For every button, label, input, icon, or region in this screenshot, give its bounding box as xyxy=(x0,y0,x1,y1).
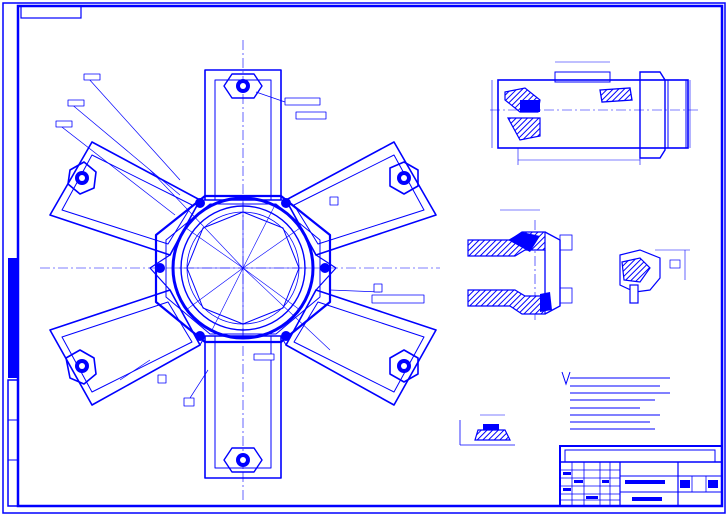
hub-octagon xyxy=(154,194,332,344)
radial-lines xyxy=(149,169,331,351)
section-view-b xyxy=(467,209,573,320)
arm-lower-right xyxy=(285,289,437,406)
left-side-stamp xyxy=(7,379,19,507)
section-view-a xyxy=(490,61,700,165)
arm-upper-right xyxy=(285,141,437,256)
callout-boxes xyxy=(55,73,425,407)
hub-bolt-bosses xyxy=(155,198,330,341)
left-binding-strip xyxy=(8,258,18,378)
section-view-d xyxy=(459,414,515,446)
main-view xyxy=(40,40,440,500)
technical-notes xyxy=(561,371,670,430)
title-block xyxy=(559,445,723,507)
section-view-c xyxy=(619,249,690,304)
callout-leaders xyxy=(57,77,381,399)
arm-upper-left xyxy=(49,141,201,256)
top-left-stamp xyxy=(20,5,82,19)
